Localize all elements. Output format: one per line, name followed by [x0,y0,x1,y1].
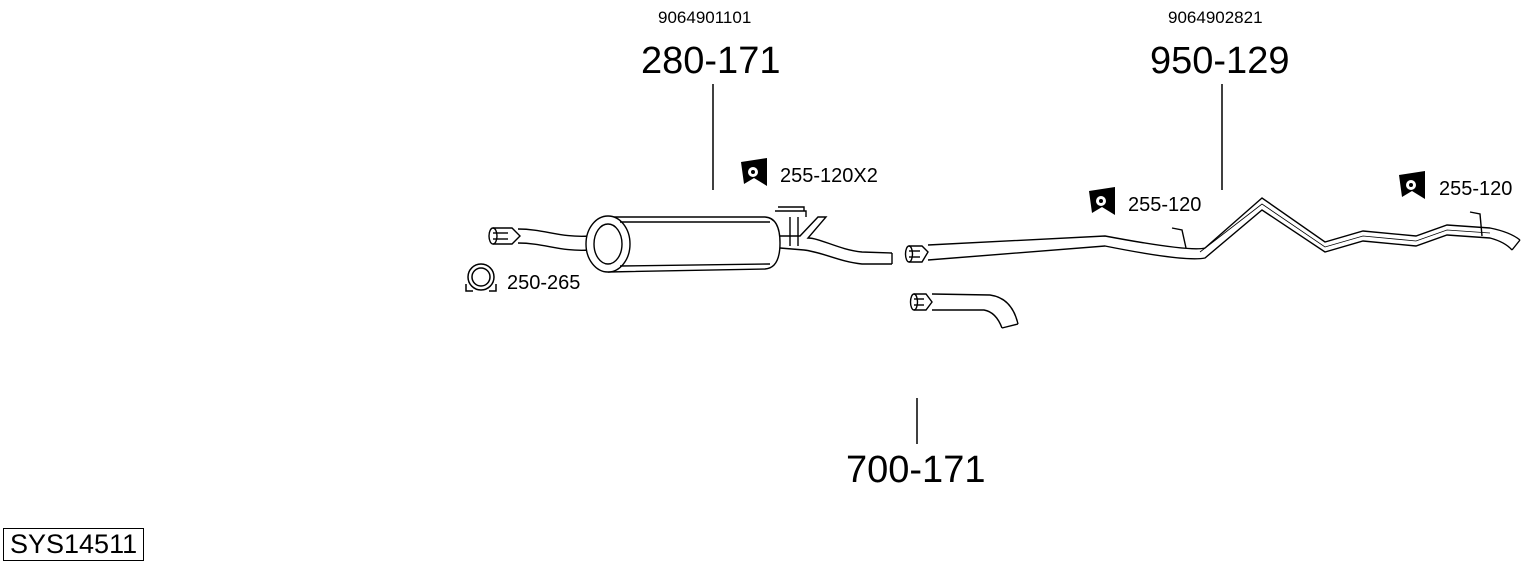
part-number-280-171: 280-171 [641,40,781,82]
accessory-hanger-mid-label: 255-120 [1128,194,1202,216]
accessory-clamp-label: 250-265 [507,272,581,294]
accessory-hanger-rear-label: 255-120 [1439,178,1513,200]
pipe-clamp-icon [465,263,497,292]
rubber-hanger-icon [741,158,767,186]
rear-pipe-part [904,197,1521,263]
rubber-hanger-icon [1399,171,1425,199]
mid-pipe-part [909,293,1019,329]
oem-number-280-171: 9064901101 [658,8,752,27]
accessory-hanger-front-label: 255-120X2 [780,165,878,187]
oem-number-950-129: 9064902821 [1168,8,1263,27]
part-number-950-129: 950-129 [1150,40,1290,82]
rubber-hanger-icon [1089,187,1115,215]
system-id-box: SYS14511 [3,528,145,561]
part-number-700-171: 700-171 [846,449,986,491]
front-muffler-part [488,206,893,273]
